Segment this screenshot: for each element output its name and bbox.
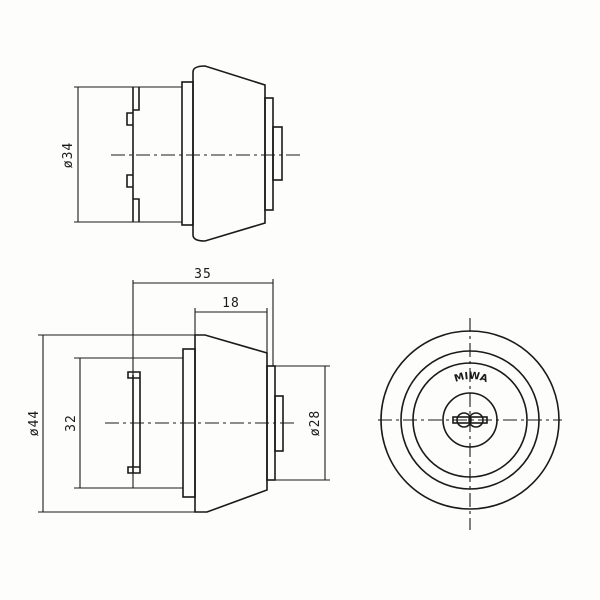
- dim-label-35: 35: [194, 267, 212, 282]
- cone-head: [192, 65, 266, 242]
- plug-knob: [272, 126, 283, 181]
- dim-label-28: ø28: [308, 410, 323, 436]
- plug-face: [264, 97, 274, 211]
- cone-head: [194, 334, 268, 513]
- flange: [181, 81, 194, 226]
- dim-label-34: ø34: [61, 142, 76, 168]
- front-view-cylinder: MIWA: [378, 318, 562, 530]
- dim-label-18: 18: [222, 296, 240, 311]
- dim-label-44: ø44: [27, 410, 42, 436]
- side-view-cylinder: ø44 32 35 18 ø28: [27, 267, 330, 513]
- dim-label-32: 32: [64, 414, 79, 432]
- brand-logo: MIWA: [453, 371, 489, 385]
- clip: [127, 371, 141, 474]
- clip: [126, 87, 140, 222]
- top-view-cylinder: ø34: [61, 65, 300, 242]
